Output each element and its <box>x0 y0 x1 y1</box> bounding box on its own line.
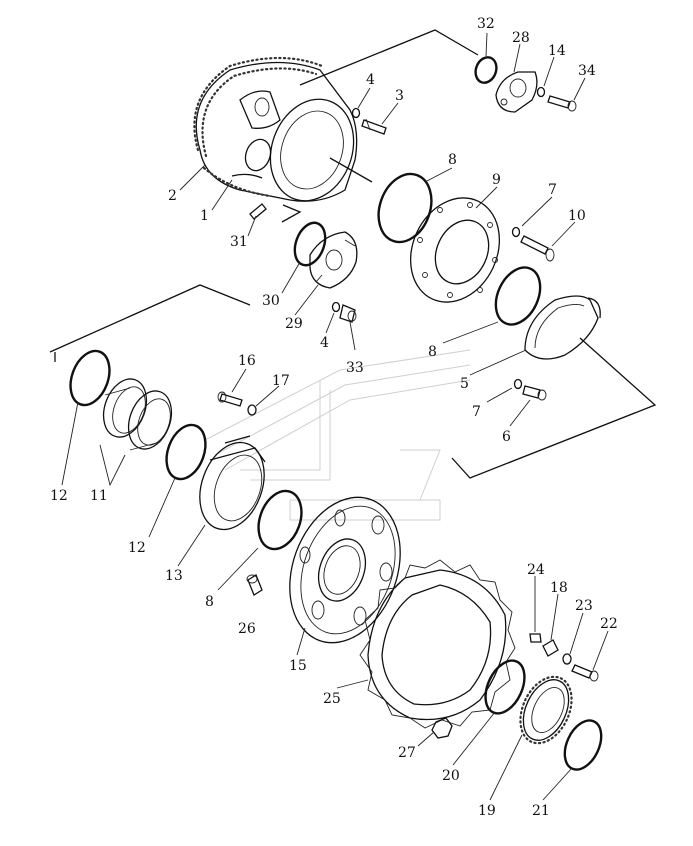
callout-26: 26 <box>238 621 256 637</box>
oring-8-mid <box>494 266 542 326</box>
bolt-34 <box>547 95 577 112</box>
bolt-3 <box>351 107 387 135</box>
retainer-18 <box>542 639 559 657</box>
callout-22: 22 <box>600 616 618 632</box>
bolt-10 <box>520 235 555 262</box>
washer-7-upper <box>511 226 521 238</box>
callout-29: 29 <box>285 316 303 332</box>
callout-2: 2 <box>168 188 177 204</box>
washer-23 <box>562 653 572 665</box>
bolt-22 <box>571 664 599 682</box>
callout-19: 19 <box>478 803 496 819</box>
bolt-33 <box>339 304 357 323</box>
callout-7b: 7 <box>472 404 481 420</box>
callout-16: 16 <box>238 353 256 369</box>
callout-1: 1 <box>200 208 209 224</box>
callout-11: 11 <box>90 488 108 504</box>
oring-12-center <box>165 423 207 481</box>
oring-8-upper <box>377 172 433 244</box>
leader-lines <box>61 32 609 801</box>
gear-19 <box>519 675 573 745</box>
nut-27 <box>431 717 453 739</box>
callout-34: 34 <box>578 63 596 79</box>
callout-labels: 1 2 3 4 4 5 6 7 7 8 8 8 9 10 11 12 12 13… <box>50 16 618 819</box>
carrier-29 <box>309 231 358 289</box>
washer-7-lower <box>513 378 523 390</box>
callout-3: 3 <box>395 88 404 104</box>
assembly-lines <box>49 29 657 479</box>
oring-8-lower <box>257 489 303 551</box>
callout-5: 5 <box>460 376 469 392</box>
callout-14: 14 <box>548 43 566 59</box>
bolt-26 <box>246 574 263 596</box>
floating-seal-11 <box>102 378 173 451</box>
oring-12-left <box>69 349 111 407</box>
callout-12a: 12 <box>50 488 68 504</box>
callout-31: 31 <box>230 234 248 250</box>
callout-8c: 8 <box>205 594 214 610</box>
oring-30 <box>293 221 327 267</box>
pin-24 <box>529 633 542 643</box>
bolt-6 <box>522 385 547 401</box>
bolt-16 <box>217 391 243 407</box>
washer-4-lower <box>331 301 341 313</box>
callout-15: 15 <box>289 658 307 674</box>
callout-18: 18 <box>550 580 568 596</box>
callout-27: 27 <box>398 745 416 761</box>
callout-32: 32 <box>477 16 495 32</box>
callout-24: 24 <box>527 562 545 578</box>
seal-cover-13 <box>199 441 266 531</box>
pin-31 <box>249 203 267 220</box>
hub-15 <box>289 496 401 644</box>
callout-4b: 4 <box>320 335 329 351</box>
oring-32 <box>474 56 498 84</box>
callout-28: 28 <box>512 30 530 46</box>
flange-9 <box>409 197 501 303</box>
callout-7a: 7 <box>548 182 557 198</box>
callout-33: 33 <box>346 360 364 376</box>
callout-10: 10 <box>568 208 586 224</box>
callout-9: 9 <box>492 172 501 188</box>
washer-14 <box>536 86 546 98</box>
callout-20: 20 <box>442 768 460 784</box>
callout-25: 25 <box>323 691 341 707</box>
callout-23: 23 <box>575 598 593 614</box>
callout-21: 21 <box>532 803 550 819</box>
callout-6: 6 <box>502 429 511 445</box>
washer-17 <box>247 404 257 416</box>
watermark <box>204 349 471 521</box>
cover-plate-28 <box>495 71 538 113</box>
housing-assembly <box>193 56 358 202</box>
callout-8a: 8 <box>448 152 457 168</box>
callout-30: 30 <box>262 293 280 309</box>
callout-13: 13 <box>165 568 183 584</box>
sprocket-25 <box>359 559 516 729</box>
callout-12b: 12 <box>128 540 146 556</box>
oring-20 <box>484 659 526 715</box>
callout-4a: 4 <box>366 72 375 88</box>
guard-5 <box>524 295 601 360</box>
callout-17: 17 <box>272 373 290 389</box>
callout-8b: 8 <box>428 344 437 360</box>
